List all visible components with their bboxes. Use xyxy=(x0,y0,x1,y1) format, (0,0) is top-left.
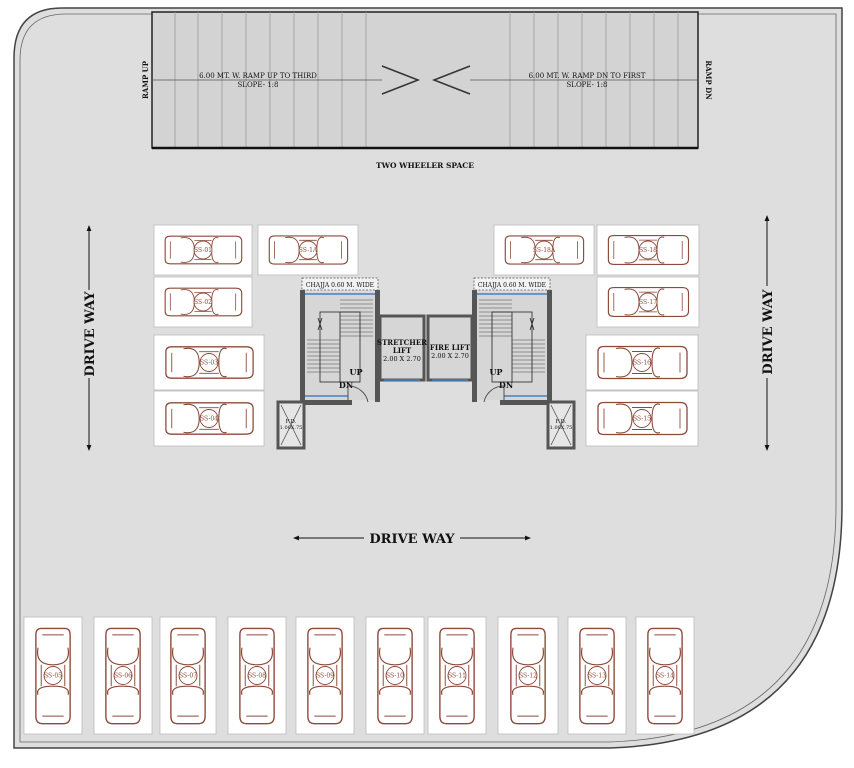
stall-label: SS-04 xyxy=(200,416,218,423)
chajja-left xyxy=(301,277,379,291)
parking-stall: SS-18A xyxy=(493,224,595,276)
parking-stall: SS-10 xyxy=(365,616,425,735)
stall-label: SS-18A xyxy=(533,247,556,254)
stall-label: SS-15 xyxy=(633,416,651,423)
stall-label: SS-02 xyxy=(194,299,212,306)
ramp-dn-side-label: RAMP DN xyxy=(704,60,713,100)
svg-text:DRIVE WAY: DRIVE WAY xyxy=(761,289,776,375)
stall-label: SS-14 xyxy=(656,673,674,680)
svg-text:DRIVE WAY: DRIVE WAY xyxy=(369,532,455,547)
parking-stall: SS-15 xyxy=(585,390,699,447)
svg-text:DRIVE WAY: DRIVE WAY xyxy=(83,291,98,377)
parking-stall: SS-13 xyxy=(567,616,627,735)
ramp-up-side-label: RAMP UP xyxy=(141,60,150,99)
stall-label: SS-01 xyxy=(194,247,212,254)
stall-label: SS-07 xyxy=(179,673,197,680)
svg-text:1.00X.75: 1.00X.75 xyxy=(280,425,303,431)
svg-text:2.00 X 2.70: 2.00 X 2.70 xyxy=(431,352,469,360)
parking-stall: SS-14 xyxy=(635,616,695,735)
ramp-up-slope: SLOPE- 1:8 xyxy=(238,81,279,89)
parking-stall: SS-03 xyxy=(153,334,265,391)
stall-label: SS-13 xyxy=(588,673,606,680)
stall-label: SS-17 xyxy=(639,299,657,306)
parking-stall: SS-17 xyxy=(596,276,700,328)
driveway-center: DRIVE WAY xyxy=(293,528,531,547)
ramp-dn-label: 6.00 MT. W. RAMP DN TO FIRST xyxy=(529,72,646,80)
stall-label: SS-10 xyxy=(386,673,404,680)
parking-stall: SS-09 xyxy=(295,616,355,735)
parking-stall: SS-02 xyxy=(153,276,253,328)
parking-stall: SS-12 xyxy=(497,616,559,735)
parking-stall: SS-1A xyxy=(257,224,359,276)
parking-stall: SS-07 xyxy=(159,616,217,735)
svg-text:1.00X.75: 1.00X.75 xyxy=(550,425,573,431)
svg-text:DN: DN xyxy=(499,380,513,390)
driveway-left: DRIVE WAY xyxy=(80,225,98,451)
stall-label: SS-1A xyxy=(299,247,318,254)
svg-text:2.00 X 2.70: 2.00 X 2.70 xyxy=(383,355,421,363)
svg-text:FIRE LIFT: FIRE LIFT xyxy=(430,343,471,352)
ramp: 6.00 MT. W. RAMP UP TO THIRD SLOPE- 1:8 … xyxy=(141,11,713,150)
parking-stall: SS-08 xyxy=(227,616,287,735)
driveway-right: DRIVE WAY xyxy=(758,215,776,451)
stall-label: SS-11 xyxy=(448,673,466,680)
stall-label: SS-06 xyxy=(114,673,132,680)
ramp-dn-slope: SLOPE- 1:8 xyxy=(567,81,608,89)
chajja-right xyxy=(473,277,551,291)
stall-label: SS-18 xyxy=(639,247,657,254)
service-core: CHAJJA 0.60 M. WIDE CHAJJA 0.60 M. WIDE … xyxy=(276,277,576,450)
fire-duct-left: F.D. 1.00X.75 xyxy=(276,400,306,450)
parking-stall: SS-04 xyxy=(153,390,265,447)
ramp-up-label: 6.00 MT. W. RAMP UP TO THIRD xyxy=(199,72,317,80)
parking-stall: SS-05 xyxy=(23,616,83,735)
stall-label: SS-12 xyxy=(519,673,537,680)
two-wheeler-label: TWO WHEELER SPACE xyxy=(376,161,474,170)
svg-text:UP: UP xyxy=(490,367,503,377)
parking-stall: SS-18 xyxy=(596,224,700,276)
svg-text:UP: UP xyxy=(350,367,363,377)
svg-text:CHAJJA 0.60 M. WIDE: CHAJJA 0.60 M. WIDE xyxy=(478,282,546,289)
fire-duct-right: F.D. 1.00X.75 xyxy=(546,400,576,450)
stall-label: SS-09 xyxy=(316,673,334,680)
parking-stall: SS-01 xyxy=(153,224,253,276)
svg-text:LIFT: LIFT xyxy=(393,346,412,355)
parking-stall: SS-06 xyxy=(93,616,153,735)
stall-label: SS-08 xyxy=(248,673,266,680)
ramp-arrow-right xyxy=(431,65,471,95)
svg-text:CHAJJA 0.60 M. WIDE: CHAJJA 0.60 M. WIDE xyxy=(306,282,374,289)
stall-label: SS-16 xyxy=(633,360,651,367)
svg-text:F.D.: F.D. xyxy=(556,419,567,425)
parking-stall: SS-16 xyxy=(585,334,699,391)
parking-stall: SS-11 xyxy=(427,616,487,735)
stall-label: SS-05 xyxy=(44,673,62,680)
ramp-arrow-left xyxy=(381,65,421,95)
svg-text:F.D.: F.D. xyxy=(286,419,297,425)
stall-label: SS-03 xyxy=(200,360,218,367)
svg-text:STRETCHER: STRETCHER xyxy=(377,338,427,347)
stretcher-lift xyxy=(378,314,426,382)
floor-slab-inner-line xyxy=(19,13,837,743)
svg-text:DN: DN xyxy=(339,380,353,390)
